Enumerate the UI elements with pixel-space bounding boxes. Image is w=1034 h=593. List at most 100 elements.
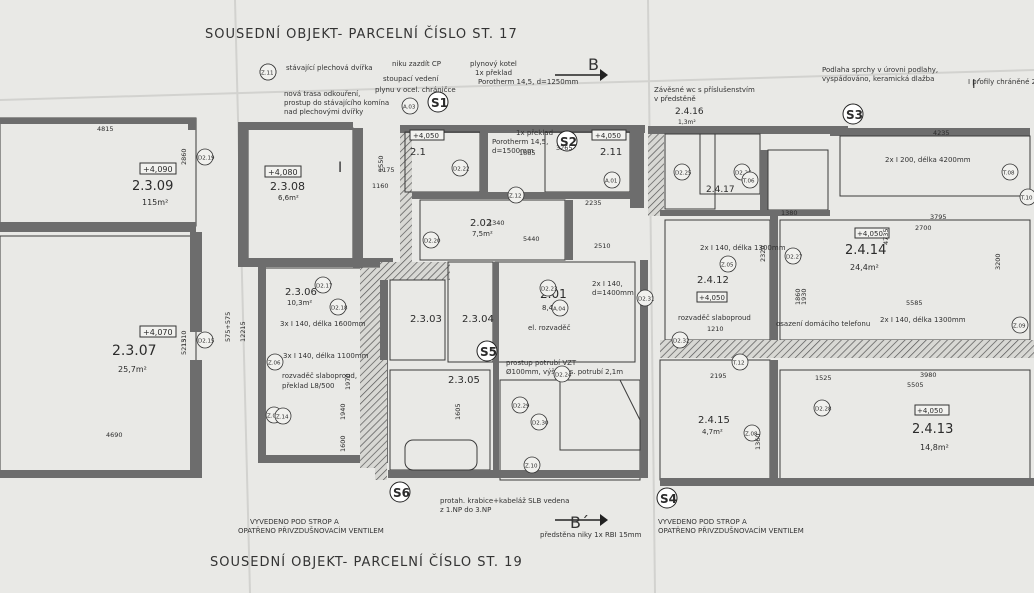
svg-text:Z.08: Z.08 (745, 432, 758, 438)
svg-text:2.3.04: 2.3.04 (462, 314, 494, 325)
svg-text:rozvaděč slaboproud: rozvaděč slaboproud (678, 314, 751, 322)
svg-text:1x překlad: 1x překlad (516, 129, 553, 137)
stack-marker-s1: S1 (427, 91, 449, 113)
svg-text:2x I 140,: 2x I 140, (592, 280, 623, 288)
dimension-label: 1175 (378, 166, 395, 174)
svg-text:24,4m²: 24,4m² (850, 263, 879, 272)
svg-text:D2.31: D2.31 (638, 297, 654, 303)
svg-text:rozvaděč slaboproud,: rozvaděč slaboproud, (282, 372, 357, 380)
svg-text:v předstěně: v předstěně (654, 95, 696, 103)
svg-text:D2.15: D2.15 (198, 339, 215, 345)
dimension-label: 1380 (781, 209, 798, 217)
element-tag: D2.32 (671, 331, 689, 349)
svg-text:+4,090: +4,090 (143, 165, 173, 174)
dimension-label: 3795 (930, 213, 947, 221)
svg-text:A.04: A.04 (553, 307, 566, 313)
element-tag: T.06 (741, 171, 759, 189)
svg-text:D2.27: D2.27 (786, 255, 803, 261)
svg-text:+4,050: +4,050 (595, 132, 621, 140)
element-tag: Z.10 (523, 456, 541, 474)
element-tag: D2.28 (813, 399, 832, 417)
element-tag: D2.31 (636, 289, 654, 307)
neighbor-label-top: SOUSEDNÍ OBJEKT- PARCELNÍ ČÍSLO ST. 17 (205, 26, 518, 42)
dimension-label: 3200 (994, 253, 1002, 270)
dimension-label: 2510 (594, 242, 611, 250)
element-tag: D2.25 (673, 163, 692, 181)
svg-text:OPATŘENO PŘIVZDUŠNOVACÍM VENTI: OPATŘENO PŘIVZDUŠNOVACÍM VENTILEM (238, 526, 384, 535)
svg-text:D2.18: D2.18 (331, 306, 348, 312)
svg-text:4,7m²: 4,7m² (702, 428, 723, 436)
dimension-label: 1600 (339, 435, 347, 452)
svg-text:D2.25: D2.25 (675, 171, 692, 177)
dimension-label: 5585 (906, 299, 923, 307)
svg-text:D2.19: D2.19 (198, 156, 215, 162)
dimension-label: 12215 (239, 321, 247, 342)
dimension-label: 1525 (815, 374, 832, 382)
svg-text:+4,070: +4,070 (143, 328, 173, 337)
element-tag: Z.06 (266, 353, 284, 371)
neighbor-label-bottom: SOUSEDNÍ OBJEKT- PARCELNÍ ČÍSLO ST. 19 (210, 554, 523, 570)
svg-text:D2.29: D2.29 (513, 404, 530, 410)
svg-text:+4,080: +4,080 (268, 168, 298, 177)
room-2-3-07: 2.3.07 25,7m² +4,070 (112, 325, 177, 374)
svg-text:Z.10: Z.10 (525, 464, 538, 470)
stack-markers: S1 S2 S3 S4 S5 S6 (389, 91, 864, 509)
element-tag: A.04 (551, 299, 569, 317)
dimension-label: 2235 (585, 199, 602, 207)
svg-text:25,7m²: 25,7m² (118, 365, 147, 374)
element-tag: D2.27 (784, 247, 803, 265)
element-tag: Z.14 (274, 407, 292, 425)
svg-text:S5: S5 (480, 345, 497, 359)
svg-text:S4: S4 (660, 492, 677, 506)
stack-marker-s3: S3 (842, 103, 864, 125)
room-2-4-14: 2.4.14 24,4m² +4,050 (845, 227, 890, 272)
room-2-4-16: 2.4.16 1,3m² (675, 107, 704, 126)
dimension-label: 5505 (907, 381, 924, 389)
dimension-label: 4815 (97, 125, 114, 133)
svg-text:D2.17: D2.17 (316, 284, 333, 290)
stack-marker-s2: S2 (556, 130, 578, 152)
dimension-label: 3980 (920, 371, 937, 379)
svg-text:vyspádováno, keramická dlažba: vyspádováno, keramická dlažba (822, 75, 934, 83)
dimension-label: 2320 (759, 245, 767, 262)
dimension-label: 4735 (882, 228, 890, 245)
svg-text:14,8m²: 14,8m² (920, 443, 949, 452)
svg-text:Porotherm 14,5,: Porotherm 14,5, (492, 138, 548, 146)
svg-text:protah. krabice+kabeláž SLB ve: protah. krabice+kabeláž SLB vedena (440, 497, 569, 505)
svg-text:10,3m²: 10,3m² (287, 299, 312, 307)
dimension-label: 1885 (519, 149, 536, 157)
svg-text:2.4.13: 2.4.13 (912, 422, 953, 437)
stack-marker-s4: S4 (656, 487, 678, 509)
room-2-3-05: 2.3.05 (448, 375, 480, 386)
svg-text:D2.24: D2.24 (555, 373, 572, 379)
svg-text:+4,050: +4,050 (917, 407, 943, 415)
room-2-11: 2.11 +4,050 (591, 129, 627, 158)
svg-text:+4,050: +4,050 (699, 294, 725, 302)
room-2-1: 2.1 +4,050 (409, 129, 445, 158)
svg-text:nad plechovými dvířky: nad plechovými dvířky (284, 108, 363, 116)
svg-text:S2: S2 (560, 135, 577, 149)
svg-text:d=1400mm: d=1400mm (592, 289, 634, 297)
dimension-label: 1160 (372, 182, 389, 190)
left-wing-walls (0, 117, 393, 478)
svg-text:nová trasa odkouření,: nová trasa odkouření, (284, 90, 360, 98)
central-walls (353, 125, 648, 481)
element-tag: D2.24 (553, 365, 572, 383)
svg-text:2.3.03: 2.3.03 (410, 314, 442, 325)
dimension-label: 5440 (523, 235, 540, 243)
dimension-label: 4690 (106, 431, 123, 439)
room-2-3-06: 2.3.06 10,3m² (285, 287, 317, 307)
room-2-4-12: 2.4.12 +4,050 (696, 275, 729, 303)
svg-text:d=1500mm: d=1500mm (492, 147, 534, 155)
element-tag: T.10 (1019, 188, 1034, 206)
svg-text:Podlaha sprchy v úrovni podlah: Podlaha sprchy v úrovni podlahy, (822, 66, 938, 74)
svg-text:D2.26: D2.26 (735, 171, 752, 177)
svg-text:Z.14: Z.14 (276, 415, 289, 421)
svg-text:Z.07: Z.07 (267, 414, 280, 420)
svg-text:115m²: 115m² (142, 198, 168, 207)
svg-text:z 1.NP do 3.NP: z 1.NP do 3.NP (440, 506, 491, 514)
svg-text:D2.32: D2.32 (673, 339, 689, 345)
right-wing-walls (648, 126, 1034, 486)
svg-text:T.06: T.06 (742, 179, 755, 185)
svg-text:osazení domácího telefonu: osazení domácího telefonu (776, 320, 870, 328)
